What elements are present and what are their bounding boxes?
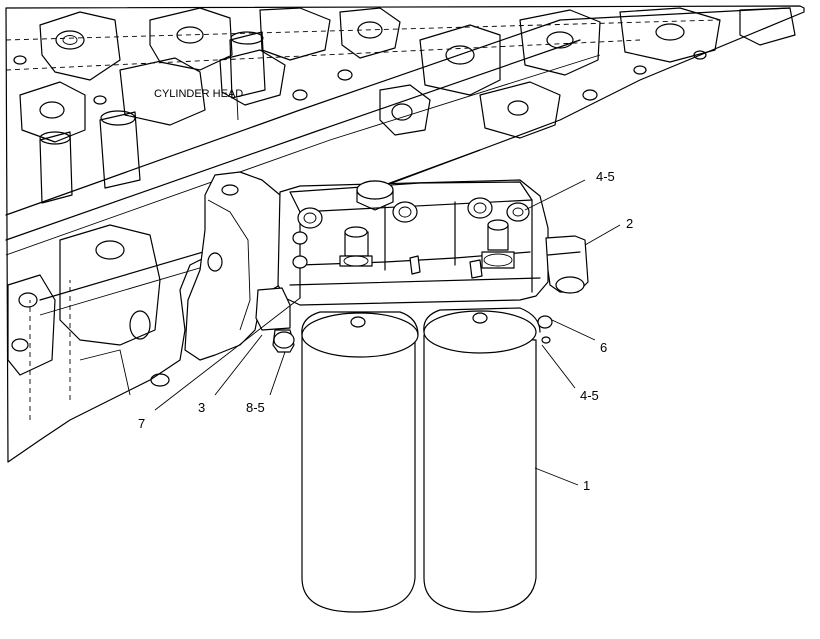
callout-2: 2 bbox=[626, 216, 633, 231]
callout-7: 7 bbox=[138, 416, 145, 431]
elbow-fitting bbox=[545, 235, 589, 294]
leader-lines bbox=[154, 97, 621, 486]
callout-3: 3 bbox=[198, 400, 205, 415]
cylinder-head-label: CYLINDER HEAD bbox=[154, 88, 243, 100]
callout-1: 1 bbox=[583, 478, 590, 493]
drain-screw bbox=[537, 315, 553, 329]
filter-canister-left bbox=[301, 311, 419, 613]
callout-4-5-bottom: 4-5 bbox=[580, 388, 599, 403]
canister-bolt bbox=[541, 336, 551, 344]
callout-4-5-top: 4-5 bbox=[596, 169, 615, 184]
callout-6: 6 bbox=[600, 340, 607, 355]
callout-8-5: 8-5 bbox=[246, 400, 265, 415]
filter-canister-right bbox=[423, 307, 541, 613]
filter-base bbox=[277, 179, 549, 306]
mounting-bracket bbox=[184, 171, 293, 361]
left-fitting bbox=[255, 287, 295, 353]
